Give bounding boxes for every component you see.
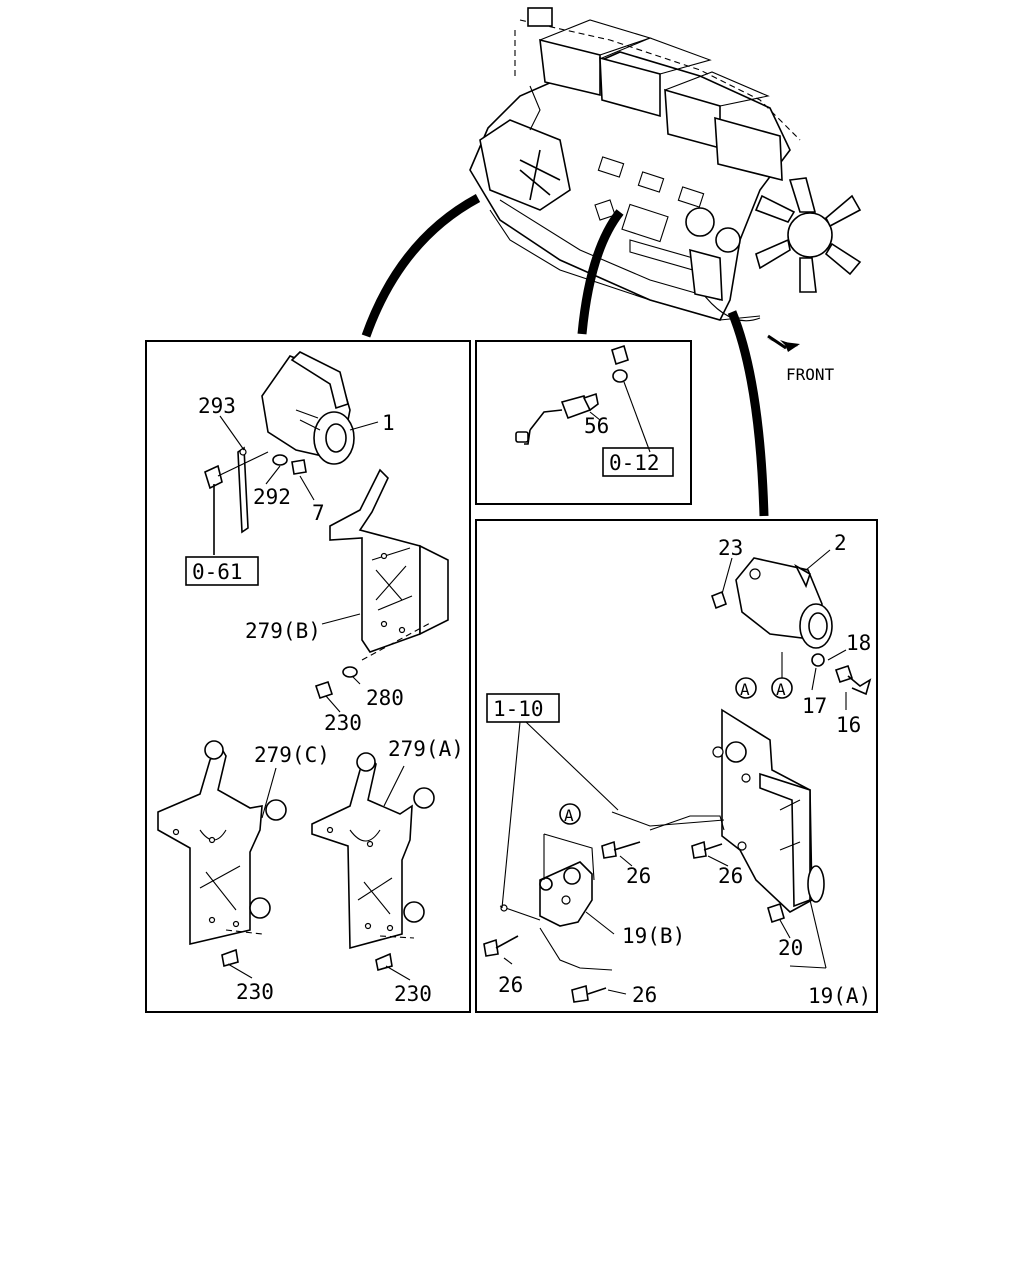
bracket-19b bbox=[499, 833, 613, 971]
part-label: 26 bbox=[632, 983, 657, 1007]
part-label: 279(B) bbox=[245, 619, 321, 643]
part-label: 19(A) bbox=[808, 984, 871, 1008]
starter-panel bbox=[145, 340, 471, 1013]
front-label: FRONT bbox=[786, 365, 835, 384]
part-label: 16 bbox=[836, 713, 861, 737]
part-label: 18 bbox=[846, 631, 871, 655]
starter-panel-drawing bbox=[157, 351, 449, 981]
ref-box-starter[interactable]: 0-61 bbox=[185, 556, 259, 586]
engine-overview: FRONT bbox=[361, 7, 862, 517]
part-label: 279(A) bbox=[388, 737, 464, 761]
part-label: 26 bbox=[626, 864, 651, 888]
circle-marker-a-3: A bbox=[559, 803, 581, 825]
part-label: 17 bbox=[802, 694, 827, 718]
sensor-part-labels: 56 bbox=[584, 414, 609, 438]
part-label: 23 bbox=[718, 536, 743, 560]
starter-motor bbox=[261, 351, 355, 465]
ref-box-sensor[interactable]: 0-12 bbox=[602, 447, 674, 477]
circle-marker-a-1: A bbox=[771, 677, 793, 699]
svg-text:A: A bbox=[776, 680, 786, 699]
part-label: 230 bbox=[236, 980, 274, 1004]
svg-text:0-12: 0-12 bbox=[609, 451, 660, 475]
part-label: 279(C) bbox=[254, 743, 330, 767]
part-label: 293 bbox=[198, 394, 236, 418]
part-label: 292 bbox=[253, 485, 291, 509]
cooling-fan bbox=[754, 177, 862, 293]
part-label: 26 bbox=[498, 973, 523, 997]
alternator-part-labels: 23 2 18 17 16 26 26 20 19(B) 26 26 19(A) bbox=[498, 531, 871, 1008]
part-label: 1 bbox=[382, 411, 395, 435]
svg-text:1-10: 1-10 bbox=[493, 697, 544, 721]
alternator-panel bbox=[475, 519, 878, 1013]
svg-text:A: A bbox=[740, 680, 750, 699]
front-direction-indicator: FRONT bbox=[766, 334, 835, 384]
part-label: 230 bbox=[394, 982, 432, 1006]
part-label: 56 bbox=[584, 414, 609, 438]
bracket-279c bbox=[157, 740, 287, 968]
alternator bbox=[735, 557, 833, 649]
part-label: 7 bbox=[312, 501, 325, 525]
part-label: 19(B) bbox=[622, 924, 685, 948]
part-label: 280 bbox=[366, 686, 404, 710]
alternator-panel-drawing: A A A bbox=[483, 549, 872, 1003]
part-label: 20 bbox=[778, 936, 803, 960]
svg-text:0-61: 0-61 bbox=[192, 560, 243, 584]
bracket-19a bbox=[712, 708, 825, 913]
part-label: 26 bbox=[718, 864, 743, 888]
part-label: 2 bbox=[834, 531, 847, 555]
part-label: 230 bbox=[324, 711, 362, 735]
starter-part-labels: 293 1 292 7 279(B) 280 230 279(C) 279(A)… bbox=[198, 394, 464, 1006]
sensor-panel-drawing bbox=[515, 344, 651, 453]
sensor-panel bbox=[475, 340, 692, 505]
svg-text:A: A bbox=[564, 806, 574, 825]
ref-box-alternator[interactable]: 1-10 bbox=[486, 693, 560, 723]
circle-marker-a-2: A bbox=[735, 677, 757, 699]
bracket-279b bbox=[329, 468, 449, 661]
bracket-279a bbox=[311, 752, 435, 972]
